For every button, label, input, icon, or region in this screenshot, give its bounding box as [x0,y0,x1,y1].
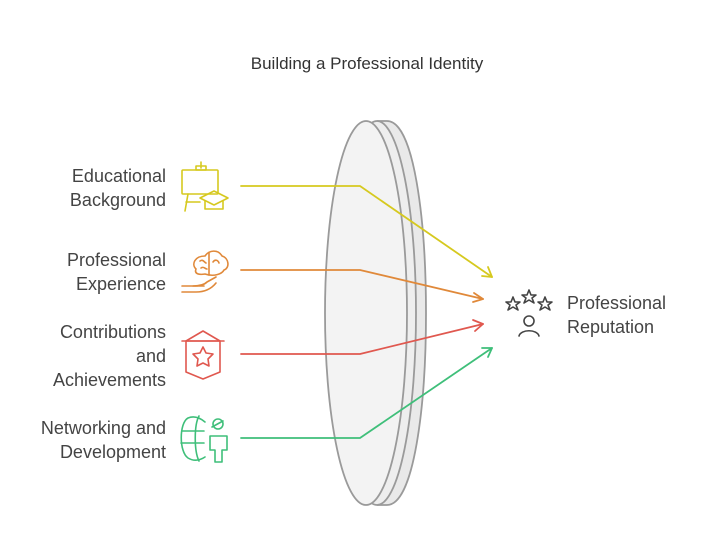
label-line: Networking and [41,418,166,438]
flow-arrows [240,185,493,439]
output-label: Professional Reputation [567,293,666,337]
globe-person-icon [180,415,228,463]
arrow-experience [240,269,484,303]
lens-front [324,120,408,506]
input-label-contributions: Contributions and Achievements [53,322,166,390]
label-line: Contributions [60,322,166,342]
label-line: Development [60,442,166,462]
arrow-contributions [240,319,484,355]
label-line: Educational [72,166,166,186]
label-line: Professional [67,250,166,270]
brain-hand-icon [181,250,229,293]
output-label-line: Reputation [567,317,654,337]
label-line: Experience [76,274,166,294]
award-banner-icon [181,330,225,380]
input-label-educational: Educational Background [70,166,166,210]
label-line: Achievements [53,370,166,390]
input-label-experience: Professional Experience [67,250,166,294]
arrow-educational [240,185,493,278]
diagram-title: Building a Professional Identity [251,54,484,73]
input-label-networking: Networking and Development [41,418,166,462]
output-label-line: Professional [567,293,666,313]
lens [324,120,427,506]
label-line: and [136,346,166,366]
stars-person-icon [505,289,553,337]
arrow-networking [240,347,493,439]
label-line: Background [70,190,166,210]
presentation-graduation-icon [181,161,229,212]
